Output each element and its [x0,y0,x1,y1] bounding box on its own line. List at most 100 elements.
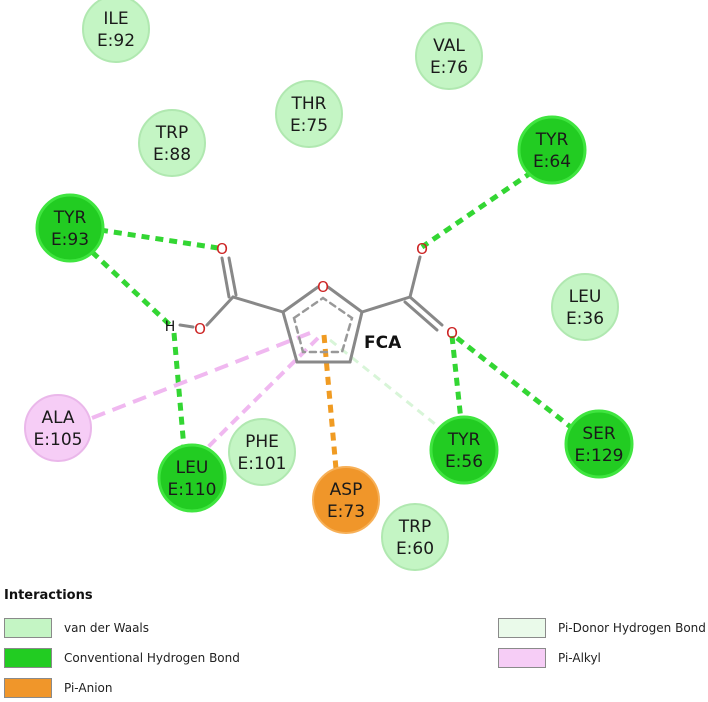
residue-name: ILE [103,9,128,29]
residue-ser129: SER E:129 [564,409,634,479]
residue-thr75: THR E:75 [275,80,343,148]
residue-chain: E:75 [290,116,328,136]
legend-label: Pi-Alkyl [558,651,601,665]
bond-c7-o4b [403,300,439,332]
residue-name: TRP [155,123,188,143]
residue-circle [415,22,483,90]
legend-item-hbond: Conventional Hydrogen Bond [4,648,240,668]
residue-trp60: TRP E:60 [381,503,449,571]
residue-chain: E:101 [238,454,287,474]
residue-tyr64: TYR E:64 [517,115,587,185]
residue-name: SER [582,424,616,444]
ligand-fca [178,255,444,364]
residue-chain: E:93 [51,230,89,250]
residue-name: TYR [447,430,481,450]
bond-c7-o4a [408,295,444,327]
residue-name: LEU [176,458,209,478]
bond-ring-c2-o [281,285,320,314]
residue-name: LEU [569,287,602,307]
hbond-line-h-leu110 [171,332,188,461]
bond-ring-c5-c4 [348,310,364,364]
residue-name: TYR [53,208,87,228]
residue-leu110: LEU E:110 [157,443,227,513]
residue-leu36: LEU E:36 [551,273,619,341]
residue-tyr56: TYR E:56 [429,415,499,485]
residue-ile92: ILE E:92 [82,0,150,63]
residue-circle [564,409,634,479]
atom-h-label: H [165,319,176,335]
atom-o2-label: O [194,320,206,338]
residue-circle [82,0,150,63]
residue-name: TYR [535,130,569,150]
residue-name: TRP [398,517,431,537]
residue-name: ALA [41,408,74,428]
aromatic-ring-dash [292,296,354,354]
residue-chain: E:60 [396,539,434,559]
atom-o4-label: O [446,324,458,342]
legend-swatch [498,618,546,638]
legend-item-pidonor: Pi-Donor Hydrogen Bond [498,618,706,638]
atom-o1-label: O [216,240,228,258]
residue-circle [551,273,619,341]
residue-chain: E:64 [533,152,571,172]
legend-item-pialkyl: Pi-Alkyl [498,648,601,668]
interaction-legend: Interactions van der Waals Conventional … [0,584,708,702]
residue-chain: E:105 [34,430,83,450]
residue-chain: E:56 [445,452,483,472]
interaction-lines [90,169,574,481]
residue-circle [429,415,499,485]
residue-phe101: PHE E:101 [228,418,296,486]
hbond-line-tyr93-o1 [99,227,219,251]
residue-chain: E:36 [566,309,604,329]
residue-tyr93: TYR E:93 [35,193,105,263]
bond-c2-c6 [231,295,285,314]
legend-label: Conventional Hydrogen Bond [64,651,240,665]
hbond-line-o4-ser129 [455,336,574,430]
legend-label: van der Waals [64,621,150,635]
residue-chain: E:92 [97,31,135,51]
residue-name: PHE [245,432,279,452]
residue-circle [275,80,343,148]
residue-circle [138,109,206,177]
bond-c6-o1b [227,256,238,297]
residue-asp73: ASP E:73 [312,466,380,534]
residue-chain: E:88 [153,145,191,165]
hbond-line-o4-tyr56 [449,335,465,431]
residue-circle [228,418,296,486]
residue-circle [157,443,227,513]
pianion-line-asp73 [321,334,340,481]
residue-ala105: ALA E:105 [24,394,92,462]
residue-circle [381,503,449,571]
hbond-line-tyr93-h [90,250,172,327]
atom-ring-o-label: O [317,278,329,296]
atom-o3-label: O [416,240,428,258]
legend-swatch [498,648,546,668]
bond-c6-o2 [205,295,235,327]
residue-name: VAL [433,36,465,56]
bond-c7-o3 [408,255,422,299]
hbond-line-tyr64-o3 [420,169,534,250]
bond-c5-c7 [360,295,412,314]
pialkyl-line-leu110 [203,336,320,452]
bond-ring-o-c5 [326,285,364,314]
bond-o2-h [178,323,195,329]
residue-chain: E:129 [575,446,624,466]
interaction-diagram: O O O O O H FCA ILE E:92 VAL E:76 THR E:… [24,0,634,571]
residue-circle [312,466,380,534]
residue-circle [35,193,105,263]
residue-circle [24,394,92,462]
residue-name: THR [291,94,327,114]
ligand-name: FCA [364,333,402,353]
legend-label: Pi-Donor Hydrogen Bond [558,621,706,635]
bond-c6-o1a [220,256,231,299]
pidonor-line-tyr56 [329,338,441,430]
atom-labels: O O O O O H [165,240,458,342]
residue-val76: VAL E:76 [415,22,483,90]
legend-swatch [4,648,52,668]
legend-item-vdw: van der Waals [4,618,149,638]
residue-name: ASP [330,480,363,500]
residue-trp88: TRP E:88 [138,109,206,177]
pialkyl-line-ala105 [91,331,311,420]
residue-chain: E:73 [327,502,365,522]
residue-chain: E:76 [430,58,468,78]
